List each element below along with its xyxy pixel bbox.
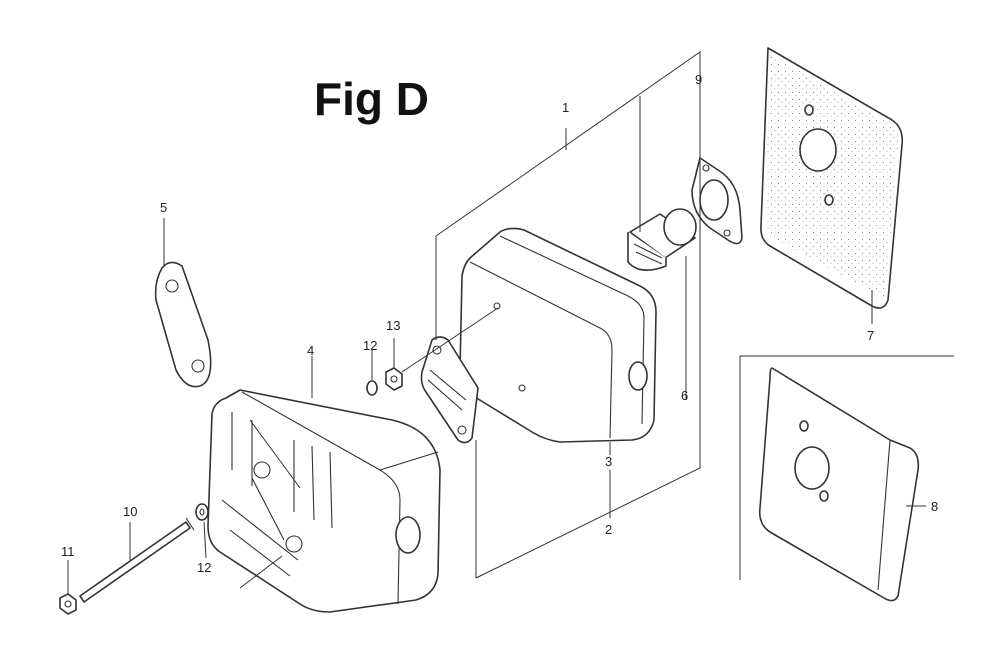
part-9-gasket bbox=[691, 157, 743, 245]
callout-3: 3 bbox=[605, 454, 612, 469]
callout-1: 1 bbox=[562, 100, 569, 115]
part-8-gasket-plate bbox=[758, 367, 920, 602]
callout-12-upper: 12 bbox=[363, 338, 377, 353]
callout-9: 9 bbox=[695, 72, 702, 87]
part-4-protector bbox=[207, 389, 441, 613]
callout-8: 8 bbox=[931, 499, 938, 514]
callout-2: 2 bbox=[605, 522, 612, 537]
part-7-heat-shield bbox=[760, 47, 904, 309]
part-11-nut bbox=[59, 593, 77, 615]
callout-6: 6 bbox=[681, 388, 688, 403]
callout-11: 11 bbox=[61, 544, 75, 559]
callout-12-lower: 12 bbox=[197, 560, 211, 575]
callout-13: 13 bbox=[386, 318, 400, 333]
callout-5: 5 bbox=[160, 200, 167, 215]
part-12-washer-lower bbox=[195, 503, 209, 521]
part-6-pipe bbox=[627, 208, 697, 271]
callout-4: 4 bbox=[307, 343, 314, 358]
callout-7: 7 bbox=[867, 328, 874, 343]
assembly-bracket-lines bbox=[435, 51, 954, 580]
part-2-bracket-plate bbox=[420, 336, 479, 444]
part-5-flange-plate bbox=[154, 261, 212, 388]
part-10-bolt bbox=[79, 517, 195, 603]
part-12-13-washer-nut bbox=[366, 367, 403, 396]
part-3-muffler-body bbox=[459, 227, 657, 443]
figure-title: Fig D bbox=[314, 73, 429, 125]
leader-lines bbox=[67, 84, 926, 594]
callout-10: 10 bbox=[123, 504, 137, 519]
